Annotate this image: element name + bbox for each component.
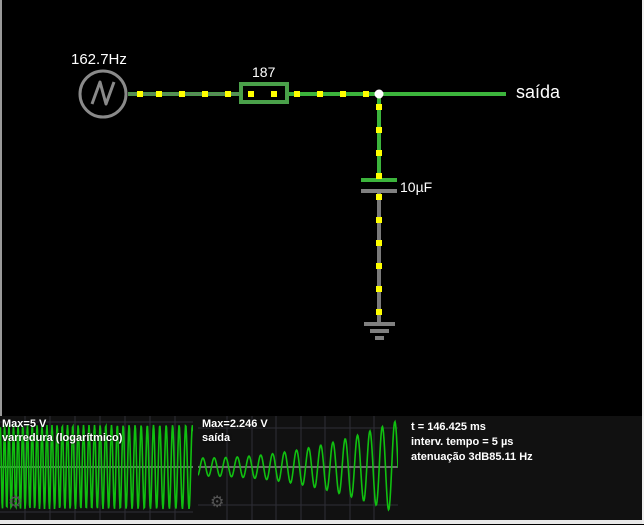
left-border	[0, 0, 2, 524]
current-dot	[248, 91, 254, 97]
scope-output-plot[interactable]	[197, 416, 399, 520]
ac-source[interactable]	[78, 69, 128, 119]
scope-output[interactable]: Max=2.246 V saída ⚙	[197, 416, 399, 520]
current-dots	[137, 91, 382, 315]
current-dot	[376, 150, 382, 156]
current-dot	[376, 104, 382, 110]
capacitor-value-label: 10µF	[400, 179, 433, 195]
sine-wave-icon	[90, 80, 116, 106]
current-dot	[376, 127, 382, 133]
output-label: saída	[516, 82, 561, 102]
gear-icon[interactable]: ⚙	[210, 494, 225, 511]
current-dot	[376, 309, 382, 315]
info-timestep: interv. tempo = 5 µs	[411, 436, 514, 448]
current-dot	[179, 91, 185, 97]
current-dot	[376, 286, 382, 292]
current-dot	[294, 91, 300, 97]
resistor-value-label: 187	[252, 64, 276, 80]
junction-node[interactable]	[374, 89, 384, 99]
current-dot	[271, 91, 277, 97]
current-dot	[363, 91, 369, 97]
scope-output-name: saída	[202, 432, 231, 444]
bottom-border	[0, 520, 644, 524]
scope-trace	[0, 422, 194, 510]
info-cutoff: atenuação 3dB85.11 Hz	[411, 451, 533, 463]
scope-sweep-plot[interactable]	[0, 416, 194, 520]
gear-icon[interactable]: ⚙	[8, 494, 23, 511]
scope-trace	[197, 419, 399, 512]
circuit-schematic[interactable]	[0, 0, 644, 416]
current-dot	[376, 173, 382, 179]
right-border	[642, 0, 644, 524]
info-time: t = 146.425 ms	[411, 421, 486, 433]
current-dot	[376, 263, 382, 269]
current-dot	[156, 91, 162, 97]
scope-sweep-max: Max=5 V	[2, 418, 47, 430]
source-circle	[78, 69, 128, 119]
resistor[interactable]	[239, 82, 289, 104]
scope-panel: Max=5 V varredura (logarítmico) ⚙ Max=2.…	[0, 416, 642, 520]
current-dot	[225, 91, 231, 97]
scope-output-max: Max=2.246 V	[202, 418, 268, 430]
ground-symbol[interactable]	[364, 322, 395, 340]
current-dot	[376, 217, 382, 223]
current-dot	[202, 91, 208, 97]
current-dot	[317, 91, 323, 97]
scope-sweep-name: varredura (logarítmico)	[2, 432, 123, 444]
scope-sweep[interactable]: Max=5 V varredura (logarítmico) ⚙	[0, 416, 194, 520]
source-frequency-label: 162.7Hz	[71, 51, 127, 68]
current-dot	[376, 240, 382, 246]
current-dot	[340, 91, 346, 97]
current-dot	[137, 91, 143, 97]
current-dot	[376, 194, 382, 200]
